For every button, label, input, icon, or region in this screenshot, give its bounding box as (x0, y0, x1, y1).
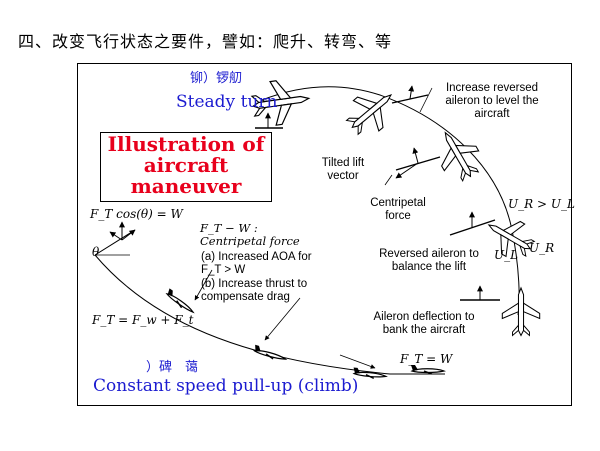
page-heading: 四、改变飞行状态之要件，譬如：爬升、转弯、等 (18, 32, 393, 51)
ur-label: U_R (529, 241, 555, 255)
diagram-title: Illustration of aircraft maneuver (107, 132, 265, 198)
plane-climb-4 (410, 364, 445, 375)
reversed-aileron-label: Reversed aileron to balance the lift (379, 248, 479, 273)
theta-symbol: θ (92, 245, 100, 259)
front-view-2 (391, 85, 429, 104)
ul-label: U_L (494, 248, 519, 262)
ft-sum-equation: F_T = F_w + F_t (92, 313, 194, 327)
centripetal-force-label: Centripetal force (370, 197, 426, 222)
steady-turn-cn-label: 铆）锣舠 (190, 71, 243, 86)
plane-steady-3 (427, 122, 489, 187)
front-view-3 (395, 147, 441, 179)
plane-climb-2 (252, 344, 288, 363)
front-view-5 (460, 285, 500, 301)
centripetal-eq-label: F_T − W : Centripetal force (200, 221, 300, 248)
increase-thrust-label: (b) Increase thrust to compensate drag (201, 278, 308, 303)
steady-turn-label: Steady turn (176, 92, 278, 112)
title-box (100, 132, 272, 202)
diagram-frame (77, 63, 572, 406)
ur-gt-ul-label: U_R > U_L (508, 197, 575, 211)
plane-steady-2 (339, 79, 405, 144)
increase-reversed-aileron-label: Increase reversed aileron to level the a… (445, 82, 539, 120)
ft-equals-w-label: F_T = W (400, 352, 453, 366)
turn-path (261, 86, 520, 316)
front-view-1 (255, 112, 283, 129)
climb-path (94, 254, 445, 375)
aileron-deflection-label: Aileron deflection to bank the aircraft (373, 311, 475, 336)
plane-steady-5 (501, 287, 541, 337)
increased-aoa-label: (a) Increased AOA for F_T > W (201, 251, 312, 276)
ft-cos-equation: F_T cos(θ) = W (90, 207, 183, 221)
plane-climb-1 (163, 287, 198, 316)
climb-cn-label: ）碑 蔼 (146, 360, 199, 375)
tilted-lift-vector-label: Tilted lift vector (321, 157, 365, 182)
climb-label: Constant speed pull-up (climb) (93, 376, 359, 396)
front-view-4 (449, 211, 496, 236)
